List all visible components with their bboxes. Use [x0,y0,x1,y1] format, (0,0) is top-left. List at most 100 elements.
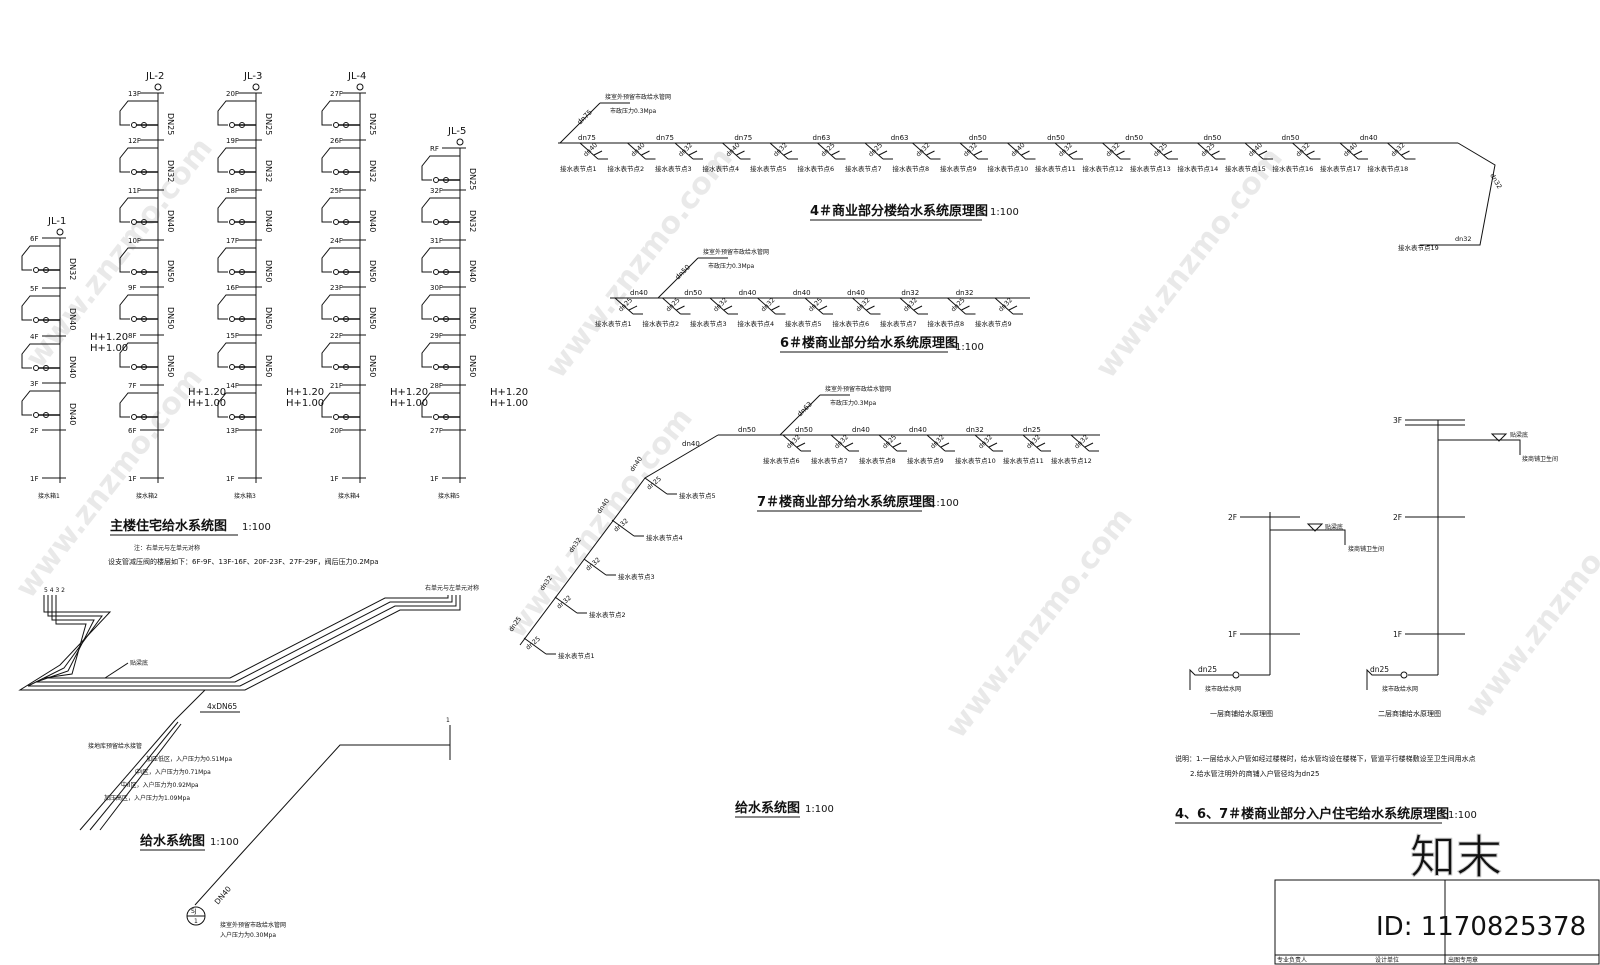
floor-label: 1F [430,475,438,483]
h-mark-lower: H+1.00 [286,398,324,409]
meter-point: 接水表节点9 [975,319,1012,328]
pipe-size: DN40 [368,210,377,232]
floor-label: 11F [128,187,141,195]
branch-pipe [1007,142,1026,160]
floor-label: 7F [128,382,136,390]
valve-mark [1163,150,1173,156]
branch-pipe [662,297,681,315]
floor-label: 18F [226,187,239,195]
valve-mark [688,150,698,156]
second-3f: 3F [1393,416,1402,425]
meter-point: 接水表节点2 [608,164,645,173]
meter-point: 接水表节点3 [690,319,727,328]
meter-point: 接水表节点7 [811,456,848,465]
valve-icon [141,169,147,175]
valve-icon [433,177,439,183]
valve-mark [771,305,780,311]
meter-point: 接水表节点4 [703,164,740,173]
pipe-size: DN50 [264,307,273,329]
branch-pipe [611,519,635,537]
branch-size: dn25 [881,433,898,450]
valve-icon [1400,671,1408,679]
comm6-title-block: 6＃楼商业部分给水系统原理图 1:100 [780,335,984,353]
branch-hook [119,197,158,223]
pipe-size: DN25 [368,113,377,135]
pipe-size: DN25 [264,113,273,135]
ceil-marker [1490,433,1508,442]
marker-number: 1 [446,717,450,724]
meter-point: 接水表节点17 [1320,164,1361,173]
branch-hook [217,100,256,126]
branch-pipe [1054,142,1074,160]
valve-mark [1306,150,1315,156]
floor-label: 13F [128,90,141,98]
shops-note2: 2.给水管注明外的商铺入户管径均为dn25 [1190,769,1319,778]
valve-icon [443,364,449,370]
valve-icon [43,412,49,418]
meter-point: 接水表节点11 [1035,164,1076,173]
valve-mark [593,150,603,156]
floor-label: 26F [330,137,343,145]
floor-label: 10F [128,237,141,245]
watermark-6: www.znzmo.com [939,501,1140,745]
riser-diagrams: JL-16F5F4F3F2F1FDN32DN40DN40DN40H+1.20H+… [21,71,528,500]
floor-label: 17F [226,237,239,245]
meter-point: 接水表节点16 [1273,164,1314,173]
inlet-pipe [1366,668,1401,690]
valve-icon [333,169,339,175]
trunk-size: dn40 [909,426,927,434]
valve-icon [433,414,439,420]
branch-pipe [757,297,776,315]
pipe-size: DN50 [166,260,175,282]
valve-icon [131,364,137,370]
meter-point: 接水表节点14 [1178,164,1219,173]
valve-mark [831,150,840,156]
valve-icon [131,169,137,175]
trunk-size: dn75 [578,134,596,142]
branch-size: dn32 [997,296,1014,313]
floor-label: RF [430,145,439,153]
watermark-5: www.znzmo.com [1089,141,1290,385]
second-ceil: 贴梁底 [1510,431,1528,439]
valve-mark [1068,150,1078,156]
inlet-note: 接室外预留市政给水管网 [703,248,769,256]
branch-hook [21,245,60,271]
floor-label: 25F [330,187,343,195]
branch-size: dn25 [819,141,836,158]
branch-pipe [1244,142,1264,160]
branch-pipe [1149,142,1169,160]
pipe-size: DN50 [468,307,477,329]
valve-icon [343,169,349,175]
valve-mark [940,442,950,448]
watermark-4: www.znzmo.com [499,401,700,645]
pressure-note: 市政压力0.3Mpa [830,399,877,407]
valve-icon [343,122,349,128]
pipe-size: DN50 [368,260,377,282]
floor-label: 3F [30,380,38,388]
valve-icon [433,269,439,275]
inlet-note2: 入户压力为0.30Mpa [220,931,276,939]
branch-pipe [1197,142,1216,160]
trunk-size: dn63 [813,134,831,142]
branch-size: dn32 [1389,141,1406,158]
branch-hook [119,294,158,320]
branch-pipe [1270,529,1346,545]
branch-size: dn32 [977,433,994,450]
valve-mark [641,150,650,156]
branch-size: dn32 [833,433,850,450]
branch-size: dn40 [582,141,599,158]
main-residential-note1: 注：右单元与左单元对称 [134,544,200,552]
riser-cap-icon [356,83,364,91]
valve-icon [141,122,147,128]
h-mark-upper: H+1.20 [90,332,128,343]
valve-icon [239,364,245,370]
floor-label: 29F [430,332,443,340]
branch-hook [321,147,360,173]
comm4-scale: 1:100 [990,207,1019,218]
branch-hook [321,392,360,418]
pipe-size: DN32 [166,160,175,182]
shops-scale: 1:100 [1448,810,1477,821]
pipe-size: DN32 [468,210,477,232]
valve-mark [1036,442,1046,448]
